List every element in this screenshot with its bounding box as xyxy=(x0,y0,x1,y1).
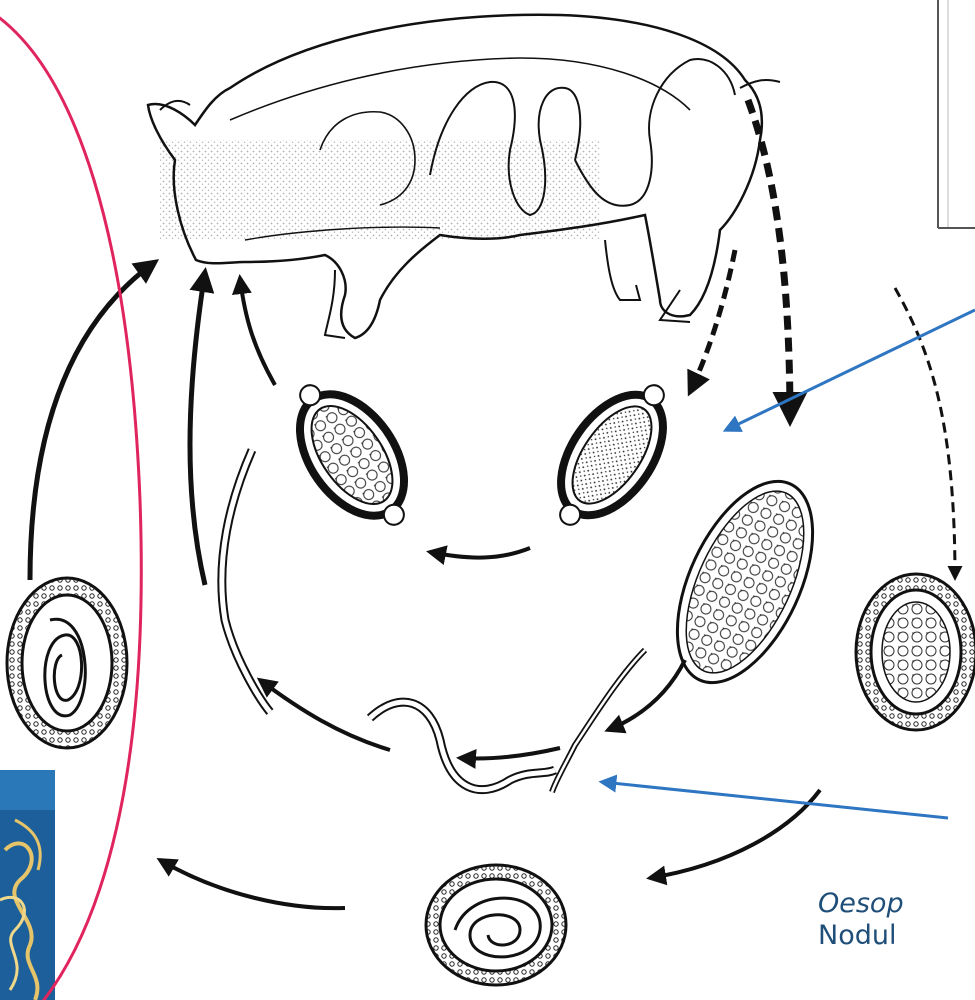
egg-embryonated-left xyxy=(270,363,434,547)
egg-unembryonated-bipolar xyxy=(532,364,693,546)
egg-larvated-bottom xyxy=(426,865,566,985)
larva-long-left xyxy=(222,450,270,712)
larva-thin-right xyxy=(552,650,645,792)
egg-mammillated-right xyxy=(856,574,975,730)
species-name-fragment: Oesop xyxy=(818,888,904,920)
species-caption: Oesop Nodul xyxy=(818,888,904,952)
egg-larvated-left xyxy=(7,578,127,748)
adult-worms-photo xyxy=(0,770,55,1000)
larva-wavy-center xyxy=(370,702,555,790)
common-name-fragment: Nodul xyxy=(818,920,904,952)
egg-morula-oval xyxy=(650,461,841,703)
arrows-to-pig xyxy=(30,262,275,585)
inset-box-fragment xyxy=(938,0,975,228)
